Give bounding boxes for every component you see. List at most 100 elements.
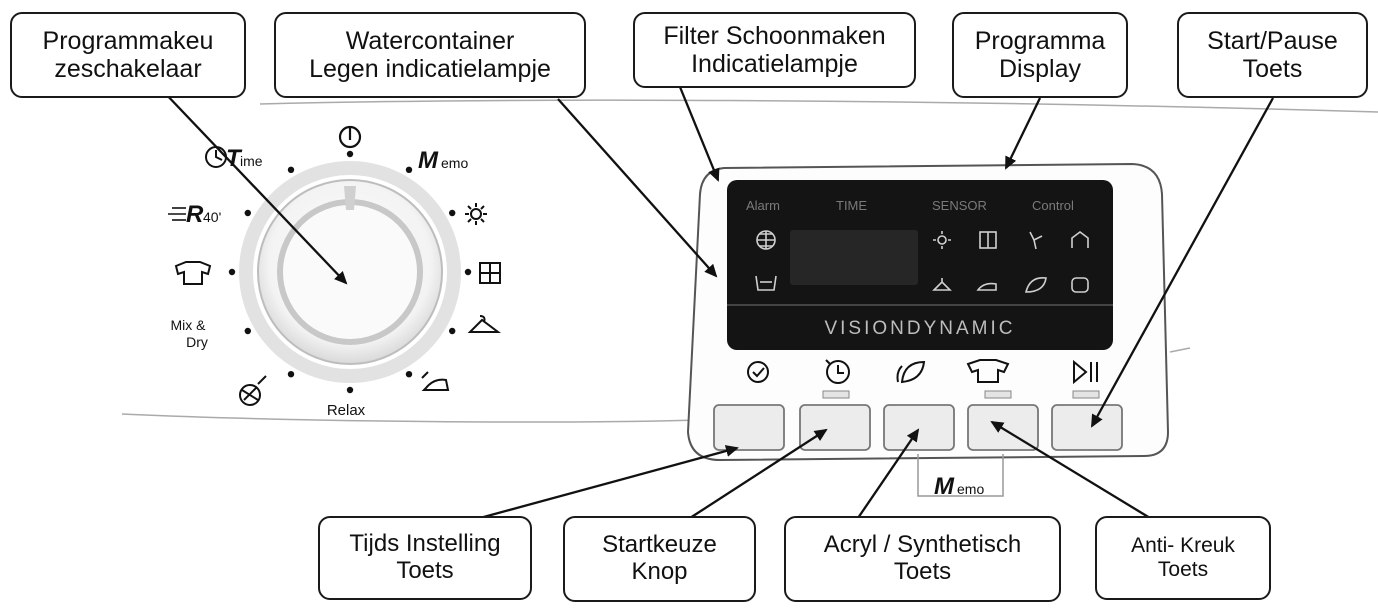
callout-water-container: Watercontainer Legen indicatielampje — [274, 12, 586, 98]
callout-water-container-line1: Watercontainer — [345, 27, 515, 55]
arrow-time-setting — [479, 445, 739, 520]
power-icon — [338, 125, 362, 149]
dial-position-dots — [228, 150, 472, 394]
callout-start-pause: Start/Pause Toets — [1177, 12, 1368, 98]
arrow-program-selector — [162, 90, 348, 285]
callout-time-setting-line1: Tijds Instelling — [349, 530, 501, 558]
dial-position-dot — [449, 327, 456, 335]
delay-start-led — [822, 390, 850, 399]
time-setting-clock-icon — [747, 361, 769, 383]
cotton-shirt-icon — [174, 261, 212, 285]
dial-indicator-notch — [344, 186, 356, 210]
speed-lines-icon — [168, 207, 186, 221]
display-icons — [755, 230, 1089, 293]
dial-position-dot — [287, 371, 295, 378]
home-dry-icon — [1071, 231, 1089, 248]
hanger-icon — [467, 315, 501, 333]
fan-icon — [1029, 231, 1043, 250]
arrow-delay-start — [689, 428, 828, 519]
arrow-acrylic — [857, 428, 920, 519]
time-digits-area — [790, 230, 918, 285]
wool-yarn-icon — [239, 375, 267, 406]
callout-time-setting: Tijds Instelling Toets — [318, 516, 532, 600]
callout-acrylic-line1: Acryl / Synthetisch — [823, 531, 1022, 559]
callout-acrylic: Acryl / Synthetisch Toets — [784, 516, 1061, 602]
callout-anti-crease-line2: Toets — [1157, 558, 1209, 581]
display-blanket-icon — [1071, 277, 1089, 293]
dial-labels: T ime M emo R 40' Mix & Dry Relax — [168, 125, 501, 419]
dial-position-dot — [464, 268, 472, 276]
callout-filter-clean-line1: Filter Schoonmaken — [663, 22, 886, 50]
play-pause-icon — [1073, 359, 1098, 385]
display-label-sensor: SENSOR — [932, 198, 987, 213]
callout-acrylic-line2: Toets — [893, 558, 952, 585]
program-dial[interactable] — [228, 150, 472, 394]
display-label-alarm: Alarm — [746, 198, 780, 213]
delay-start-button[interactable] — [799, 404, 871, 451]
callout-delay-start-line2: Knop — [631, 558, 688, 585]
display-leaf-icon — [1024, 276, 1047, 293]
filter-clean-icon — [756, 230, 776, 250]
display-iron-icon — [976, 282, 997, 291]
display-cupboard-icon — [979, 231, 997, 249]
dial-label-time-rest: ime — [240, 153, 263, 169]
memo-bracket-rest: emo — [957, 481, 984, 497]
callout-program-selector-line1: Programmakeu — [42, 27, 214, 55]
cupboard-icon — [479, 262, 501, 284]
dial-position-dot — [346, 386, 354, 394]
dial-label-mix: Mix & — [171, 317, 207, 333]
memo-bracket: M emo — [917, 454, 1004, 500]
callout-arrows — [162, 86, 1275, 520]
callout-start-pause-line2: Toets — [1242, 55, 1303, 83]
water-container-icon — [755, 275, 777, 291]
iron-icon — [421, 371, 450, 391]
dial-label-r40-suffix: 40' — [203, 209, 221, 225]
delay-start-clock-icon — [825, 359, 850, 384]
dial-label-relax: Relax — [327, 402, 366, 419]
callout-program-selector-line2: zeschakelaar — [54, 55, 202, 83]
arrow-program-display — [1004, 97, 1042, 170]
button-icons — [747, 359, 1098, 385]
anti-crease-shirt-icon — [966, 359, 1010, 383]
dial-position-dot — [449, 209, 456, 217]
acrylic-synthetic-button[interactable] — [883, 404, 955, 451]
program-display-screen — [727, 180, 1113, 350]
dial-position-dot — [244, 327, 251, 335]
appliance-outline — [121, 99, 1378, 423]
callout-filter-clean: Filter Schoonmaken Indicatielampje — [633, 12, 916, 88]
callout-anti-crease-line1: Anti- Kreuk — [1131, 534, 1235, 558]
start-pause-led — [1072, 390, 1100, 399]
dial-label-r40-R: R — [186, 201, 204, 228]
display-hanger-icon — [932, 278, 952, 291]
dial-knob-inner — [277, 199, 423, 345]
callout-delay-start: Startkeuze Knop — [563, 516, 756, 602]
dial-position-dot — [405, 166, 413, 173]
clock-icon — [205, 146, 227, 168]
anti-crease-led — [984, 390, 1012, 399]
display-sun-icon — [933, 231, 951, 249]
dial-position-dot — [405, 371, 413, 378]
callout-anti-crease: Anti- Kreuk Toets — [1095, 516, 1271, 600]
button-indicator-leds — [822, 390, 1100, 399]
dial-label-time-T: T — [226, 145, 243, 172]
arrow-filter-clean — [678, 86, 720, 182]
display-label-control: Control — [1032, 198, 1074, 213]
control-panel — [686, 162, 1170, 462]
panel-buttons[interactable] — [713, 404, 1123, 451]
start-pause-button[interactable] — [1051, 404, 1123, 451]
dial-position-dot — [244, 209, 251, 217]
acrylic-leaf-icon — [896, 360, 926, 384]
arrow-start-pause — [1090, 97, 1275, 428]
display-labels: Alarm TIME SENSOR Control VISIONDYNAMIC — [746, 198, 1074, 339]
callout-delay-start-line1: Startkeuze — [602, 531, 717, 559]
dial-position-dot — [287, 166, 295, 173]
dial-label-dry: Dry — [186, 334, 208, 350]
display-brand: VISIONDYNAMIC — [824, 318, 1015, 339]
display-label-time: TIME — [836, 198, 867, 213]
sun-icon — [465, 203, 487, 225]
dial-label-memo-rest: emo — [441, 155, 468, 171]
callout-filter-clean-line2: Indicatielampje — [691, 50, 858, 78]
time-setting-button[interactable] — [713, 404, 785, 451]
